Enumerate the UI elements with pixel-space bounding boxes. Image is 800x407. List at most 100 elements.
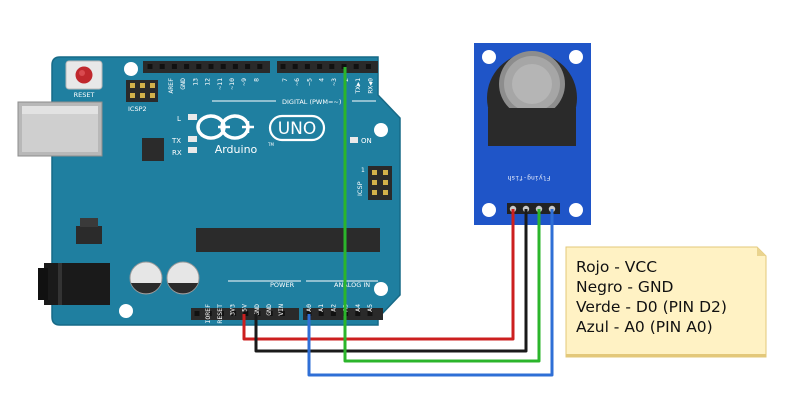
model-label: UNO — [278, 119, 317, 139]
pin-socket — [147, 64, 153, 69]
digital-pin-label: 7 — [281, 78, 289, 82]
analog-pin-label: A1 — [317, 304, 325, 312]
icsp-pin1-label: 1 — [361, 167, 365, 174]
power-pin-label: GND — [265, 304, 273, 316]
tm-label: TM — [267, 142, 274, 147]
note-line-a0: Azul - A0 (PIN A0) — [576, 318, 713, 336]
digital-pin-label: ~10 — [228, 78, 236, 90]
wires — [242, 67, 554, 377]
power-pin-label: GND — [253, 304, 261, 316]
mounting-hole — [124, 62, 138, 76]
capacitor — [129, 261, 163, 295]
arduino-uno-board: RESET ICSP2 AREF GND 13 12 ~11 ~10 ~9 8 7 ~6 ~5 4 ~3… — [17, 56, 401, 326]
digital-pin-label: 4 — [318, 78, 326, 82]
pin-socket — [194, 311, 200, 316]
led-on — [350, 137, 358, 143]
wire-negro — [254, 209, 528, 353]
pin-socket — [304, 64, 310, 69]
wire-verde — [343, 67, 541, 363]
pin-socket — [184, 64, 190, 69]
power-pin-label: IOREF — [204, 304, 212, 324]
digital-pin-label: ~3 — [330, 78, 338, 86]
uno-badge — [268, 114, 326, 142]
digital-pin-label: AREF — [167, 78, 175, 94]
pin-socket — [206, 311, 212, 316]
arduino-logo — [196, 114, 254, 140]
usb-chip — [142, 138, 164, 161]
led-rx — [188, 147, 197, 153]
pin-socket — [329, 64, 335, 69]
note-line-d0: Verde - D0 (PIN D2) — [576, 298, 727, 316]
pin-socket — [208, 64, 214, 69]
digital-pin-label: RX◀0 — [366, 78, 374, 94]
board-outline — [51, 56, 401, 326]
pin-socket — [220, 64, 226, 69]
pin-socket — [196, 64, 202, 69]
mounting-hole — [569, 203, 583, 217]
analog-pin-label: A0 — [305, 304, 313, 312]
led-tx-label: TX — [171, 137, 181, 145]
digital-pin-label: ~9 — [240, 78, 248, 86]
mounting-hole — [482, 50, 496, 64]
sensor-brand-label: Flying-fish — [507, 174, 550, 182]
power-pin-label: 5V — [241, 304, 249, 312]
digital-pin-label: 13 — [191, 78, 199, 86]
mounting-hole — [569, 50, 583, 64]
note-fold — [757, 247, 766, 256]
voltage-regulator-tab — [80, 218, 98, 227]
led-rx-label: RX — [172, 149, 182, 157]
digital-pin-label: 12 — [204, 78, 212, 86]
digital-pin-label: GND — [179, 78, 187, 90]
wire-rojo — [242, 209, 515, 341]
digital-pin-label: 8 — [252, 78, 260, 82]
pin-socket — [255, 311, 261, 316]
pin-socket — [318, 311, 324, 316]
digital-pin-label: ~11 — [216, 78, 224, 90]
digital-pin-label: ~6 — [293, 78, 301, 86]
led-l-label: L — [177, 115, 181, 123]
pin-socket — [367, 311, 373, 316]
mounting-hole — [482, 203, 496, 217]
pin-socket — [317, 64, 323, 69]
icsp2-label: ICSP2 — [128, 105, 147, 113]
pin-socket — [292, 64, 298, 69]
pin-socket — [231, 311, 237, 316]
voltage-regulator — [76, 226, 102, 244]
mounting-hole — [374, 282, 388, 296]
gas-sensor-module: Flying-fish — [474, 43, 591, 225]
pin-socket — [355, 311, 361, 316]
pin-socket — [218, 311, 224, 316]
pin-socket — [159, 64, 165, 69]
wire-azul — [307, 209, 554, 377]
capacitor — [166, 261, 200, 295]
power-pin-label: 3V3 — [228, 304, 236, 316]
led-tx — [188, 136, 197, 142]
note-line-gnd: Negro - GND — [576, 278, 674, 296]
analog-label: ANALOG IN — [334, 281, 370, 289]
on-label: ON — [361, 137, 372, 145]
sensor-element — [487, 51, 577, 146]
reset-button[interactable] — [65, 60, 103, 90]
mounting-hole — [119, 304, 133, 318]
reset-label: RESET — [74, 91, 95, 99]
digital-pins — [147, 64, 371, 69]
pin-socket — [341, 64, 347, 69]
icsp-label: ICSP — [356, 181, 364, 196]
pin-socket — [330, 311, 336, 316]
power-pin-label: RESET — [216, 304, 224, 324]
pin-socket — [279, 311, 285, 316]
mounting-hole — [374, 123, 388, 137]
analog-pin-label: A5 — [366, 304, 374, 312]
atmega-chip — [196, 228, 380, 252]
pin-socket — [365, 64, 371, 69]
note-shadow — [566, 354, 766, 357]
pin-socket — [267, 311, 273, 316]
analog-pin-label: A4 — [354, 304, 362, 312]
pin-socket — [243, 311, 249, 316]
digital-pin-label: ~5 — [305, 78, 313, 86]
brand-label: Arduino — [215, 143, 258, 156]
icsp-header — [368, 166, 392, 200]
digital-label: DIGITAL (PWM=~) — [282, 98, 341, 106]
